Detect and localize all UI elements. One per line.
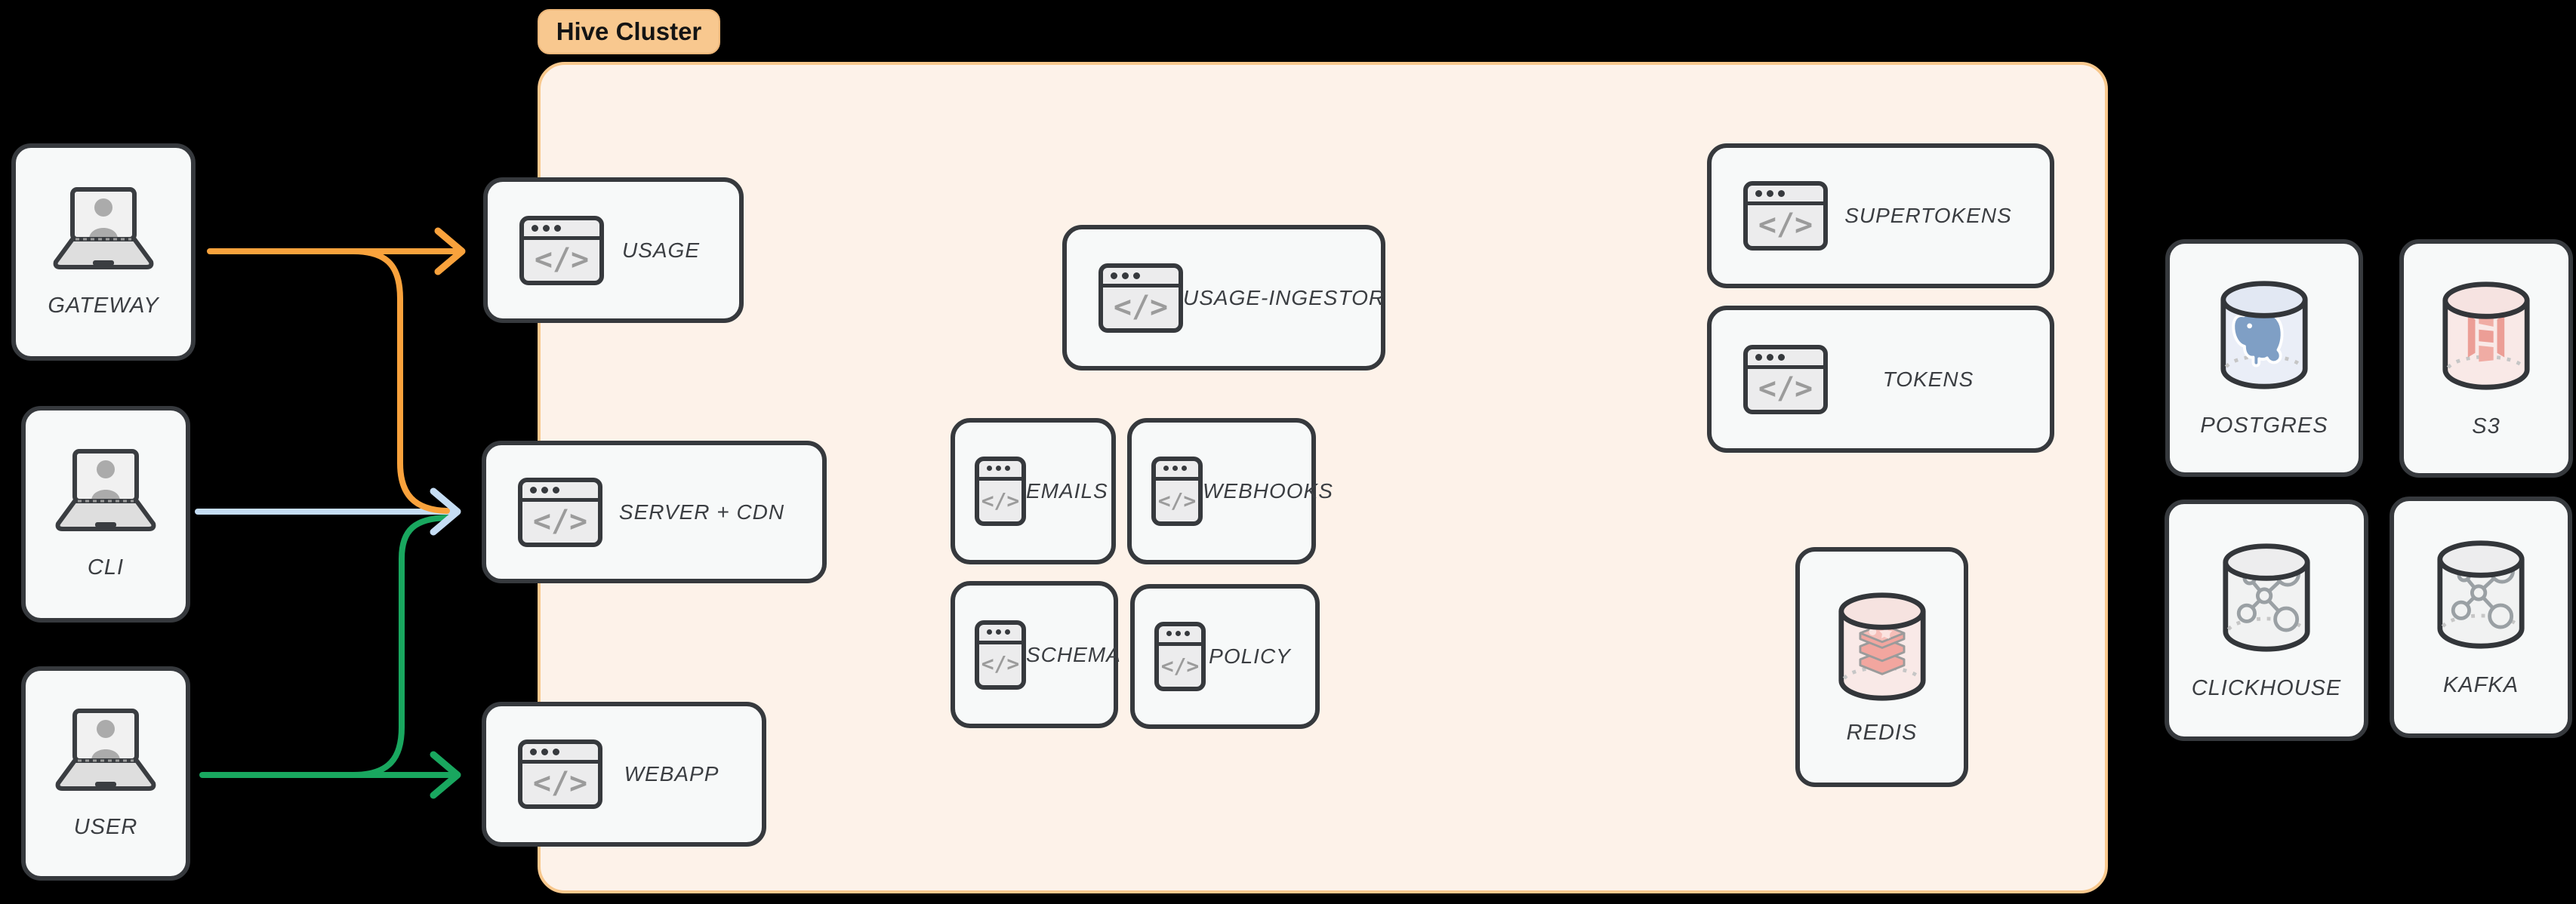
node-usage: </> USAGE bbox=[483, 177, 744, 323]
code-glyph: </> bbox=[1758, 371, 1813, 406]
browser-code-icon: </> bbox=[1154, 622, 1206, 691]
browser-titlebar-dots bbox=[1103, 268, 1179, 287]
code-glyph: </> bbox=[1758, 208, 1813, 242]
node-label: POSTGRES bbox=[2200, 414, 2328, 438]
node-tokens: </> TOKENS bbox=[1707, 306, 2054, 453]
cluster-badge-label: Hive Cluster bbox=[556, 17, 702, 45]
node-label: CLICKHOUSE bbox=[2191, 675, 2342, 700]
browser-titlebar-dots bbox=[1156, 461, 1198, 481]
arrowhead-servercdn bbox=[430, 487, 461, 536]
code-glyph: </> bbox=[1157, 487, 1197, 513]
code-glyph: </> bbox=[532, 503, 588, 539]
node-usage-ingestor: </> USAGE-INGESTOR bbox=[1062, 225, 1385, 371]
node-redis: REDIS bbox=[1795, 547, 1968, 787]
browser-titlebar-dots bbox=[1159, 626, 1201, 646]
browser-code-icon: </> bbox=[1098, 263, 1183, 333]
code-glyph: </> bbox=[532, 766, 588, 801]
browser-code-icon: </> bbox=[518, 477, 602, 547]
node-label: POLICY bbox=[1209, 644, 1291, 668]
edge-gateway-servercdn bbox=[350, 248, 450, 514]
node-clickhouse: CLICKHOUSE bbox=[2165, 500, 2368, 741]
code-glyph: </> bbox=[1113, 289, 1169, 324]
node-cli: CLI bbox=[21, 406, 190, 623]
node-label: CLI bbox=[87, 555, 125, 580]
node-label: EMAILS bbox=[1026, 479, 1108, 503]
node-label: SUPERTOKENS bbox=[1844, 204, 2012, 227]
node-label: USER bbox=[73, 814, 138, 839]
node-webhooks: </> WEBHOOKS bbox=[1127, 418, 1333, 564]
database-clickhouse-icon bbox=[2223, 543, 2310, 652]
laptop-user-icon bbox=[53, 186, 154, 269]
browser-titlebar-dots bbox=[979, 625, 1021, 644]
browser-code-icon: </> bbox=[519, 215, 604, 285]
edge-user-servercdn bbox=[350, 515, 450, 778]
code-glyph: </> bbox=[981, 487, 1020, 513]
node-label: GATEWAY bbox=[48, 293, 159, 318]
browser-code-icon: </> bbox=[1743, 181, 1828, 251]
node-emails: </> EMAILS bbox=[951, 418, 1116, 564]
node-kafka: KAFKA bbox=[2390, 497, 2572, 738]
database-redis-icon bbox=[1838, 592, 1926, 701]
node-schema: </> SCHEMA bbox=[951, 581, 1121, 728]
node-label: WEBHOOKS bbox=[1203, 479, 1333, 503]
database-postgres-icon bbox=[2220, 281, 2308, 389]
browser-code-icon: </> bbox=[1151, 457, 1203, 526]
node-gateway: GATEWAY bbox=[11, 143, 196, 361]
node-s3: S3 bbox=[2399, 239, 2573, 478]
browser-titlebar-dots bbox=[979, 461, 1021, 481]
node-label: REDIS bbox=[1846, 720, 1918, 745]
code-glyph: </> bbox=[1160, 653, 1200, 678]
browser-code-icon: </> bbox=[975, 457, 1026, 526]
browser-titlebar-dots bbox=[1748, 349, 1823, 369]
node-label: TOKENS bbox=[1882, 367, 1974, 391]
cluster-badge: Hive Cluster bbox=[538, 9, 720, 54]
browser-titlebar-dots bbox=[522, 744, 598, 764]
database-s3-icon bbox=[2442, 281, 2530, 390]
node-server-cdn: </> SERVER + CDN bbox=[482, 441, 827, 583]
node-webapp: </> WEBAPP bbox=[482, 702, 766, 847]
browser-code-icon: </> bbox=[518, 739, 602, 809]
browser-code-icon: </> bbox=[975, 620, 1026, 690]
node-label: SCHEMA bbox=[1026, 642, 1121, 666]
node-label: WEBAPP bbox=[624, 762, 719, 786]
arrowhead-webapp bbox=[430, 751, 461, 799]
code-glyph: </> bbox=[534, 241, 590, 277]
code-glyph: </> bbox=[981, 651, 1020, 676]
laptop-user-icon bbox=[55, 449, 156, 531]
node-postgres: POSTGRES bbox=[2165, 239, 2363, 477]
node-policy: </> POLICY bbox=[1130, 584, 1320, 729]
node-label: SERVER + CDN bbox=[618, 500, 785, 524]
browser-titlebar-dots bbox=[1748, 186, 1823, 205]
node-label: KAFKA bbox=[2442, 672, 2519, 697]
browser-titlebar-dots bbox=[524, 220, 599, 240]
arrowhead-usage bbox=[434, 227, 466, 275]
node-label: USAGE-INGESTOR bbox=[1183, 285, 1385, 309]
laptop-user-icon bbox=[55, 708, 156, 791]
node-user: USER bbox=[21, 666, 190, 881]
database-kafka-icon bbox=[2437, 540, 2525, 649]
browser-titlebar-dots bbox=[522, 482, 598, 502]
node-label: S3 bbox=[2472, 414, 2501, 438]
browser-code-icon: </> bbox=[1743, 344, 1828, 414]
node-label: USAGE bbox=[621, 238, 701, 262]
node-supertokens: </> SUPERTOKENS bbox=[1707, 143, 2054, 288]
